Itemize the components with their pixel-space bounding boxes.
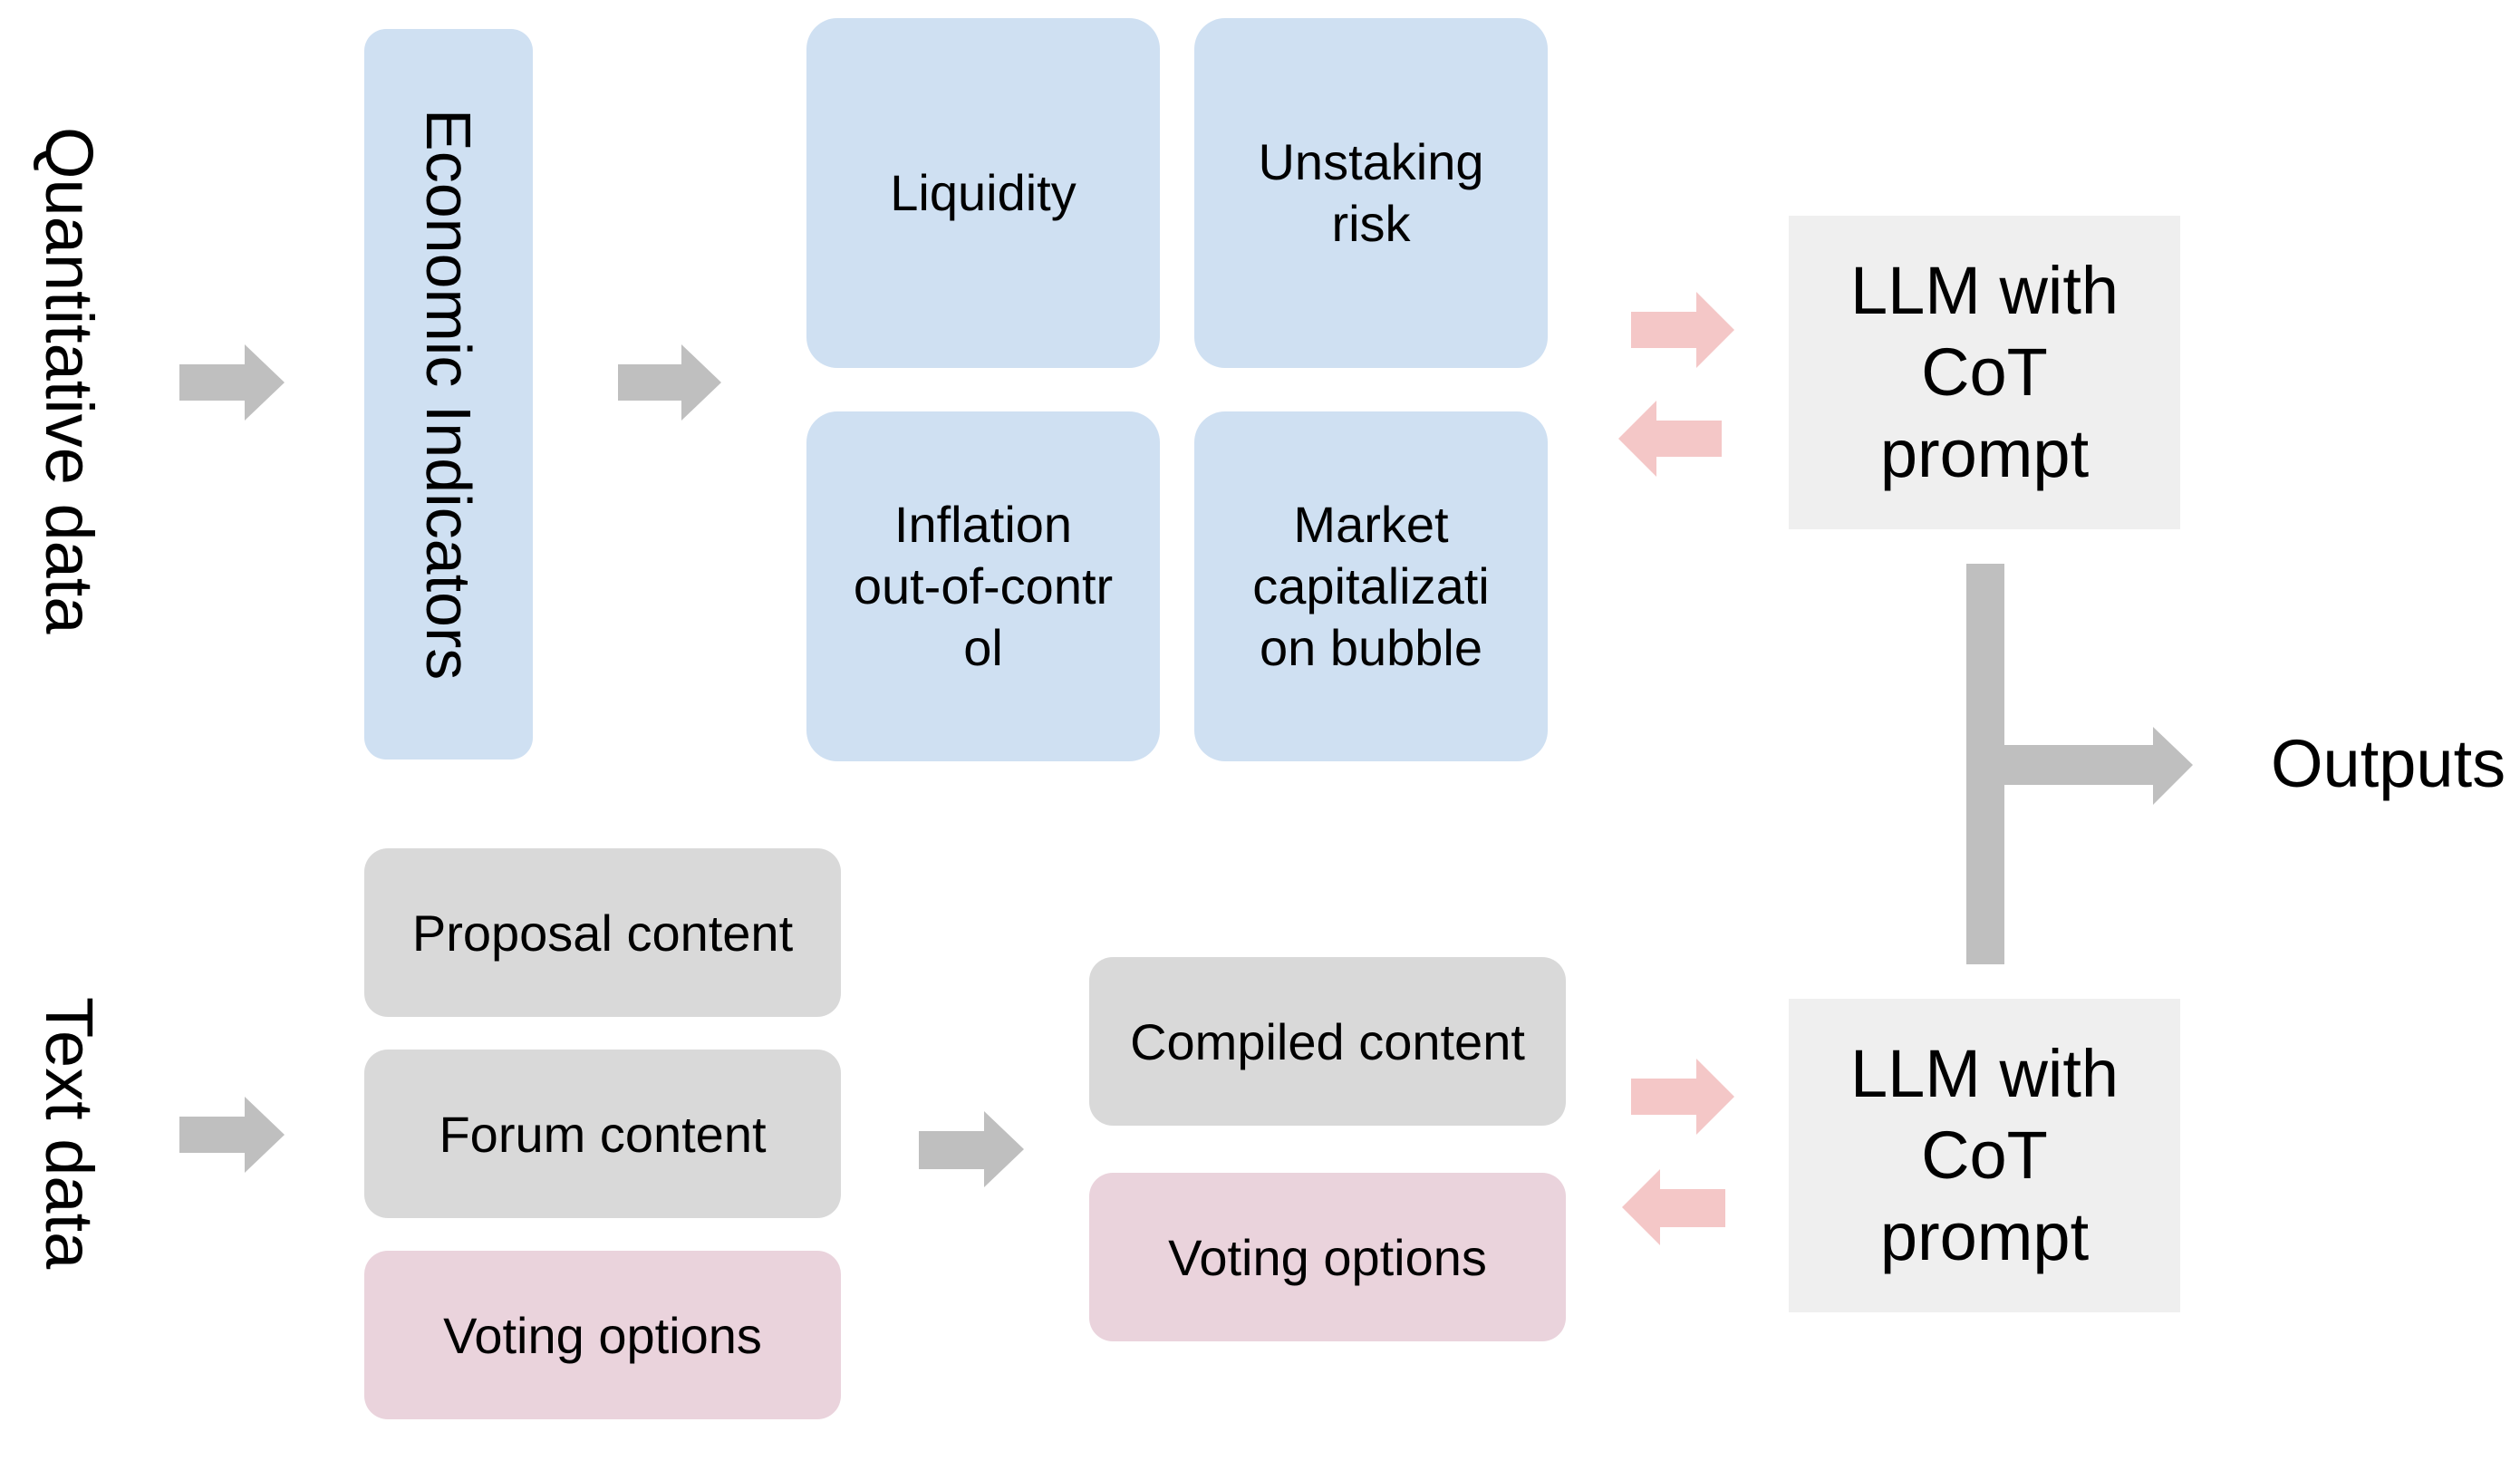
- compiled-voting-options-box: Voting options: [1089, 1173, 1566, 1341]
- llm-cot-prompt-bottom: LLM with CoT prompt: [1789, 999, 2180, 1312]
- arrow-llm-top-to-metrics: [1618, 401, 1722, 477]
- compiled-content-box: Compiled content: [1089, 957, 1566, 1126]
- inflation-box: Inflation out-of-contr ol: [806, 411, 1160, 761]
- arrow-compiled-to-llm-bottom: [1631, 1059, 1734, 1135]
- economic-indicators-label: Economic Indicators: [413, 108, 484, 681]
- text-data-label: Text data: [32, 997, 107, 1270]
- outputs-arrow-shaft: [2004, 745, 2153, 785]
- liquidity-box: Liquidity: [806, 18, 1160, 368]
- llm-cot-prompt-top: LLM with CoT prompt: [1789, 216, 2180, 529]
- voting-options-box: Voting options: [364, 1251, 841, 1419]
- arrow-metrics-to-llm-top: [1631, 292, 1734, 368]
- outputs-label: Outputs: [2271, 726, 2506, 801]
- llm-connector-vertical: [1966, 564, 2004, 964]
- economic-indicators-box: Economic Indicators: [364, 29, 533, 760]
- arrow-sources-to-compiled: [919, 1111, 1024, 1187]
- forum-content-box: Forum content: [364, 1050, 841, 1218]
- proposal-content-box: Proposal content: [364, 848, 841, 1017]
- arrow-quant-to-indicators: [179, 344, 285, 421]
- market-cap-bubble-box: Market capitalizati on bubble: [1194, 411, 1548, 761]
- quantitative-data-label: Quantitative data: [32, 127, 107, 634]
- arrow-text-to-sources: [179, 1097, 285, 1173]
- arrow-indicators-to-metrics: [618, 344, 721, 421]
- outputs-arrow-head: [2153, 727, 2193, 805]
- unstaking-risk-box: Unstaking risk: [1194, 18, 1548, 368]
- arrow-llm-bottom-to-compiled: [1622, 1169, 1725, 1245]
